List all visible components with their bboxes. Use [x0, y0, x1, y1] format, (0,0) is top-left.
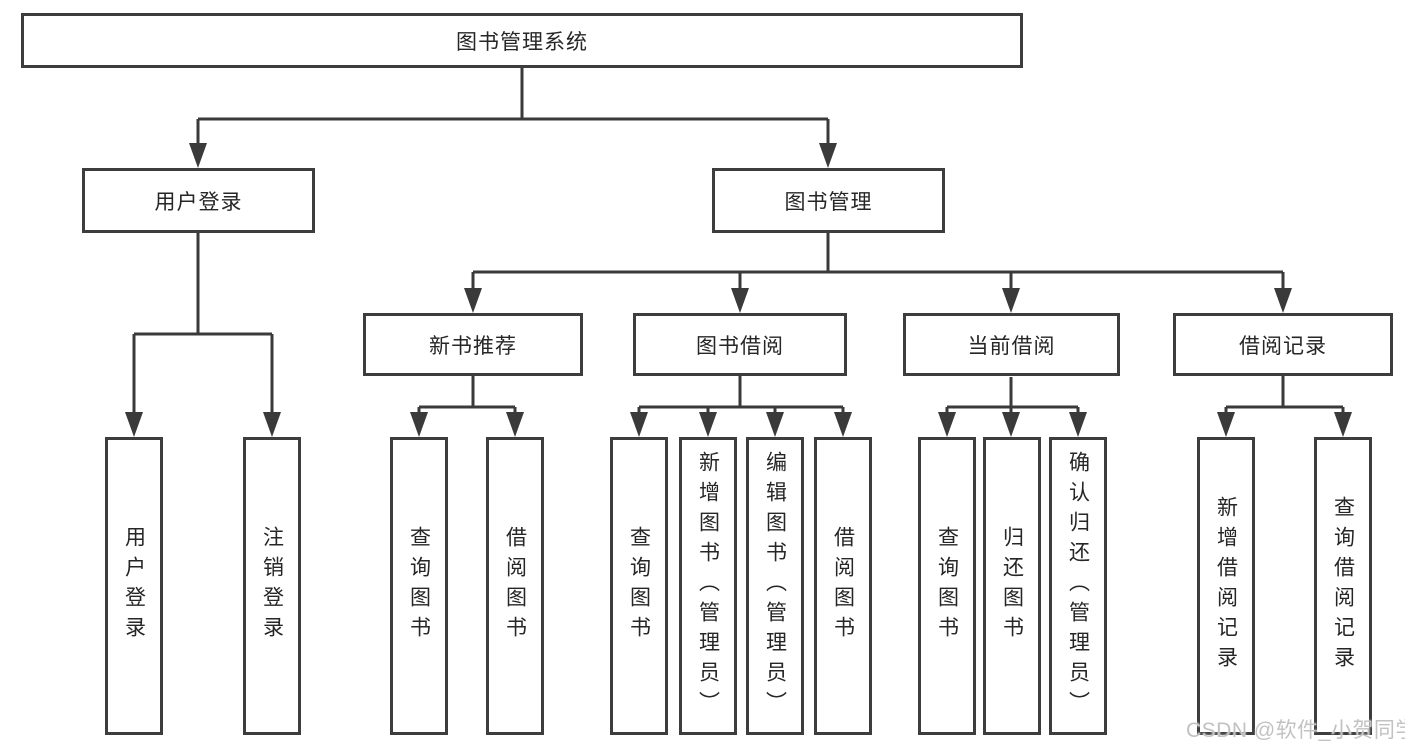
arrowhead — [464, 288, 482, 313]
leaf-logout: 注销登录 — [243, 437, 301, 735]
leaf-return-book: 归还图书 — [983, 437, 1041, 735]
leaf-query-book-newrec: 查询图书 — [390, 437, 448, 735]
node-new-book-recommend: 新书推荐 — [363, 313, 583, 376]
arrowhead — [125, 412, 143, 437]
node-label: 新增借阅记录 — [1214, 496, 1238, 676]
node-label: 查询图书 — [407, 526, 431, 646]
arrowhead — [938, 412, 956, 437]
node-label: 确认归还（管理员） — [1066, 451, 1090, 721]
node-label: 新书推荐 — [429, 334, 517, 358]
leaf-add-book-admin: 新增图书（管理员） — [679, 437, 737, 735]
arrowhead — [1002, 412, 1020, 437]
node-label: 图书管理 — [784, 190, 873, 214]
csdn-watermark: CSDN @软件_小贺同学 — [1186, 719, 1405, 742]
arrowhead — [506, 412, 524, 437]
leaf-add-borrow-record: 新增借阅记录 — [1197, 437, 1255, 735]
node-label: 借阅记录 — [1239, 334, 1327, 358]
node-label: 用户登录 — [154, 190, 243, 214]
node-label: 查询图书 — [627, 526, 651, 646]
node-user-login: 用户登录 — [82, 168, 315, 233]
node-label: 借阅图书 — [503, 526, 527, 646]
node-label: 编辑图书（管理员） — [763, 451, 787, 721]
leaf-query-book-current: 查询图书 — [918, 437, 976, 735]
node-label: 归还图书 — [1000, 526, 1024, 646]
arrowhead — [699, 412, 717, 437]
node-label: 图书借阅 — [696, 334, 784, 358]
leaf-query-borrow-record: 查询借阅记录 — [1314, 437, 1372, 735]
node-book-borrowing: 图书借阅 — [633, 313, 847, 376]
arrowhead — [410, 412, 428, 437]
node-label: 借阅图书 — [831, 526, 855, 646]
leaf-edit-book-admin: 编辑图书（管理员） — [746, 437, 804, 735]
arrowhead — [731, 288, 749, 313]
node-label: 查询借阅记录 — [1331, 496, 1355, 676]
node-book-management: 图书管理 — [712, 168, 945, 233]
arrowhead — [819, 143, 837, 168]
node-label: 图书管理系统 — [456, 30, 588, 54]
arrowhead — [834, 412, 852, 437]
arrowhead — [263, 412, 281, 437]
node-label: 用户登录 — [122, 526, 146, 646]
arrowhead — [1274, 288, 1292, 313]
node-label: 查询图书 — [935, 526, 959, 646]
arrowhead — [1002, 288, 1020, 313]
leaf-confirm-return-admin: 确认归还（管理员） — [1049, 437, 1107, 735]
arrowhead — [630, 412, 648, 437]
arrowhead — [766, 412, 784, 437]
node-borrowing-records: 借阅记录 — [1173, 313, 1393, 376]
arrowhead — [1334, 412, 1352, 437]
leaf-user-login: 用户登录 — [105, 437, 163, 735]
node-label: 新增图书（管理员） — [696, 451, 720, 721]
arrowhead — [1217, 412, 1235, 437]
node-current-borrowing: 当前借阅 — [903, 313, 1120, 376]
node-root-library-system: 图书管理系统 — [21, 13, 1023, 68]
node-label: 当前借阅 — [967, 334, 1056, 358]
leaf-borrow-book-newrec: 借阅图书 — [486, 437, 544, 735]
node-label: 注销登录 — [260, 526, 284, 646]
arrowhead — [189, 143, 207, 168]
leaf-query-book-borrowing: 查询图书 — [610, 437, 668, 735]
arrowhead — [1069, 412, 1087, 437]
leaf-borrow-book: 借阅图书 — [814, 437, 872, 735]
